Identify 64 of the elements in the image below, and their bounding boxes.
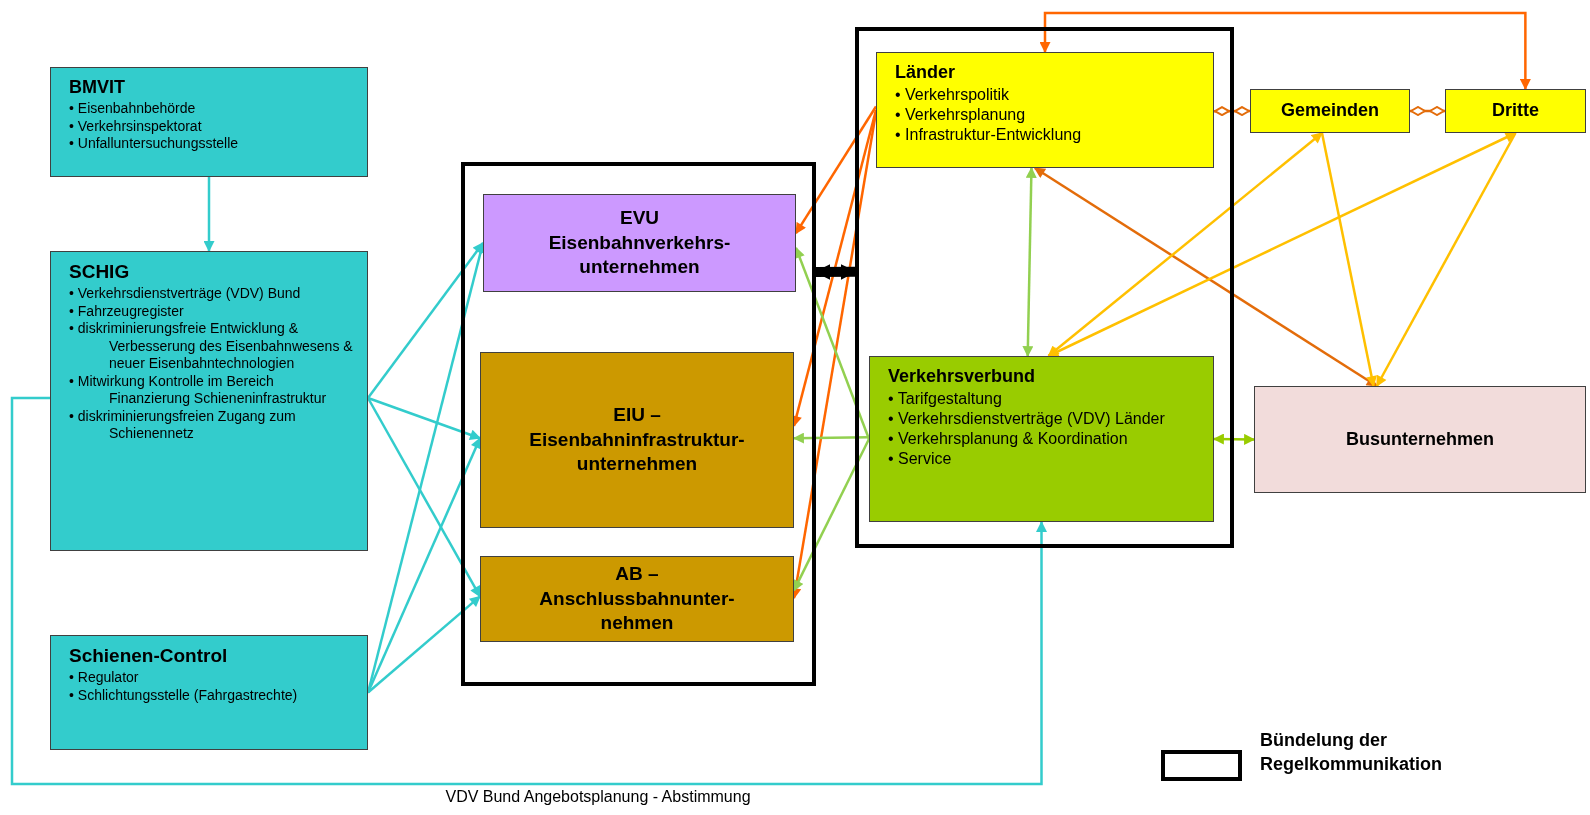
box-title: Dritte: [1492, 99, 1539, 123]
bullet-item: • diskriminierungsfreien Zugang zum Schienennetz: [69, 407, 297, 443]
bullet-item: • Verkehrsplanung: [895, 105, 1027, 125]
bullet-item: • Verkehrsdienstverträge (VDV) Länder: [888, 409, 1166, 429]
box-heading: Länder: [895, 62, 956, 83]
legend-text: Bündelung der Regelkommunikation: [1260, 729, 1444, 777]
bullet-item: • Eisenbahnbehörde: [69, 100, 197, 118]
bullet-item: • Schlichtungsstelle (Fahrgastrechte): [69, 686, 299, 704]
arrow: [1047, 132, 1323, 357]
box-heading: Verkehrsverbund: [888, 366, 1037, 387]
process-box: [876, 52, 1214, 168]
arrow: [1320, 132, 1377, 388]
box-title: AB –: [615, 561, 659, 586]
arrow: [10, 396, 1047, 786]
process-box: [1254, 386, 1586, 493]
box-title: EIU –: [613, 402, 661, 427]
arrow: [367, 242, 484, 399]
box-heading: BMVIT: [69, 77, 126, 98]
arrow: [366, 397, 482, 598]
arrow: [1022, 166, 1037, 358]
process-box: [483, 194, 796, 292]
bullet-item: • Verkehrsplanung & Koordination: [888, 429, 1129, 449]
bullet-item: • Mitwirkung Kontrolle im Bereich Finanzierung Schieneninfrastruktur: [69, 372, 328, 408]
process-box: [480, 352, 794, 528]
arrow: [367, 595, 481, 694]
arrow: [1375, 132, 1517, 387]
bullet-item: • Fahrzeugregister: [69, 302, 185, 320]
box-title: Anschlussbahnunter-nehmen: [538, 586, 736, 636]
box-title: EVU: [619, 205, 660, 230]
process-box: [1250, 89, 1410, 133]
bullet-item: • Infrastruktur-Entwicklung: [895, 125, 1083, 145]
arrow: [367, 396, 482, 441]
bullet-item: • Verkehrspolitik: [895, 85, 1011, 105]
process-box: [1445, 89, 1586, 133]
arrow: [203, 177, 215, 253]
process-box: [50, 67, 368, 177]
box-title: Busunternehmen: [1346, 427, 1494, 451]
arrow: [792, 432, 869, 444]
process-box: [50, 251, 368, 551]
bullet-item: • Regulator: [69, 669, 140, 687]
bullet-item: • diskriminierungsfreie Entwicklung & Verbesserung des Eisenbahnwesens & neuer Eisenbahntechnologien: [69, 320, 354, 373]
bullet-item: • Tarifgestaltung: [888, 389, 1003, 409]
arrow: [794, 105, 878, 235]
group-frame: [855, 27, 1234, 548]
process-box: [50, 635, 368, 750]
double-arrow: [814, 263, 857, 280]
process-box: [480, 556, 794, 642]
box-heading: SCHIG: [69, 261, 131, 283]
box-title: Eisenbahninfrastruktur-unternehmen: [528, 427, 746, 477]
arrow: [366, 437, 482, 693]
box-heading: Schienen-Control: [69, 645, 229, 667]
arrow: [1039, 11, 1531, 91]
group-frame: [461, 162, 816, 686]
arrow: [1033, 166, 1378, 388]
arrow: [1047, 131, 1517, 358]
bullet-item: • Unfalluntersuchungsstelle: [69, 135, 240, 153]
arrow: [792, 438, 871, 592]
bullet-item: • Service: [888, 449, 953, 469]
bullet-item: • Verkehrsinspektorat: [69, 117, 203, 135]
box-title: Gemeinden: [1281, 99, 1379, 123]
box-title: Eisenbahnverkehrs-unternehmen: [547, 230, 732, 280]
bullet-item: • Verkehrsdienstverträge (VDV) Bund: [69, 285, 302, 303]
process-box: [869, 356, 1214, 522]
arrow: [1212, 433, 1256, 445]
